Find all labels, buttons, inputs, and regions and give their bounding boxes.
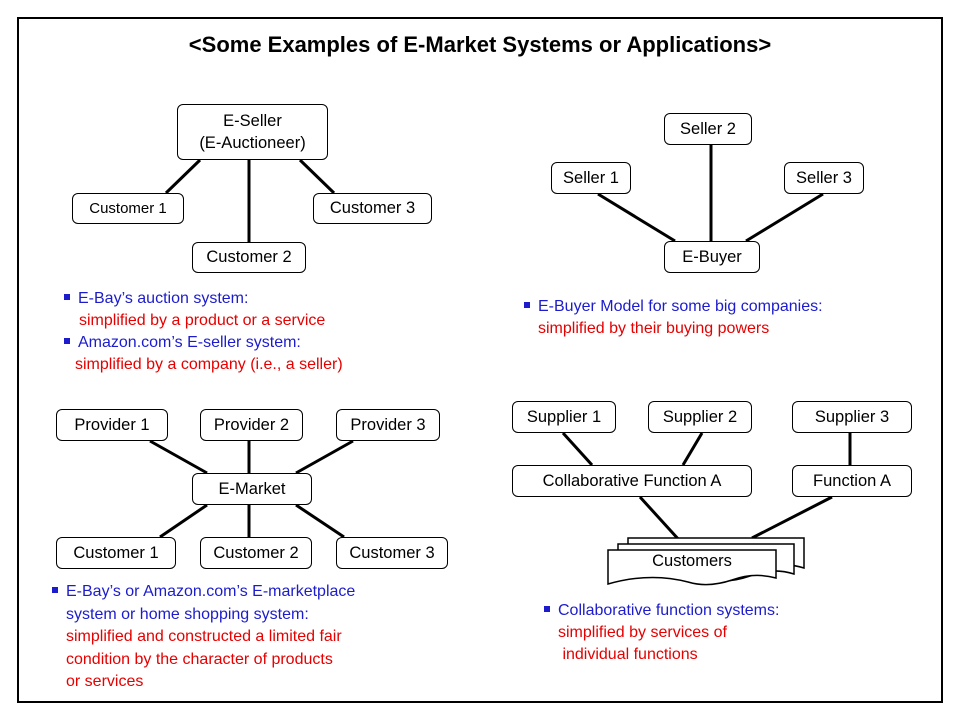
seller-3-box: Seller 3 [784, 162, 864, 194]
bullet-icon [64, 337, 70, 344]
provider-2-box: Provider 2 [200, 409, 303, 441]
connector-provider3-market [295, 439, 354, 475]
connector-seller-customer3 [298, 158, 336, 195]
br-note: Collaborative function systems: simplifi… [544, 600, 779, 666]
e-seller-label: E-Seller [223, 112, 282, 130]
bl-customer-1-box: Customer 1 [56, 537, 176, 569]
bullet-icon [544, 605, 550, 612]
bl-note: E-Bay’s or Amazon.com’s E-marketplace sy… [52, 581, 355, 694]
connector-market-customer1 [159, 503, 208, 539]
supplier-2-box: Supplier 2 [648, 401, 752, 433]
connector-seller1-buyer [597, 192, 676, 243]
tl-note: E-Bay’s auction system: simplified by a … [64, 288, 343, 376]
page-title: <Some Examples of E-Market Systems or Ap… [188, 32, 772, 57]
bl-note-head1: E-Bay’s or Amazon.com’s E-marketplace [66, 583, 356, 600]
tr-note-body: simplified by their buying powers [538, 320, 770, 337]
tl-note-item1-body: simplified by a product or a service [79, 312, 326, 329]
provider-1-box: Provider 1 [56, 409, 168, 441]
connector-function-customers [751, 495, 833, 540]
bl-note-body1: simplified and constructed a limited fai… [66, 628, 342, 645]
customers-document-stack [607, 537, 805, 586]
bullet-icon [524, 301, 530, 308]
tl-customer-3-box: Customer 3 [313, 193, 432, 224]
connector-collab-customers [638, 495, 682, 543]
tl-note-item2-head: Amazon.com’s E-seller system: [78, 334, 301, 351]
seller-1-box: Seller 1 [551, 162, 631, 194]
supplier-1-box: Supplier 1 [512, 401, 616, 433]
function-a-box: Function A [792, 465, 912, 497]
supplier-3-box: Supplier 3 [792, 401, 912, 433]
tl-note-item1-head: E-Bay’s auction system: [78, 290, 249, 307]
connector-provider1-market [149, 439, 208, 475]
br-note-head: Collaborative function systems: [558, 602, 780, 619]
tl-note-item2-body: simplified by a company (i.e., a seller) [75, 356, 343, 373]
slide-frame [17, 17, 943, 703]
connector-market-customer3 [295, 503, 345, 539]
e-buyer-box: E-Buyer [664, 241, 760, 273]
e-auctioneer-label: (E-Auctioneer) [199, 134, 306, 152]
bl-note-head2: system or home shopping system: [66, 605, 309, 623]
connector-seller-customer1 [164, 158, 202, 195]
bullet-icon [52, 586, 58, 593]
bl-note-body3: or services [66, 673, 144, 690]
e-seller-box: E-Seller (E-Auctioneer) [177, 104, 328, 160]
bullet-icon [64, 293, 70, 300]
customers-label: Customers [652, 552, 732, 570]
tr-note: E-Buyer Model for some big companies: si… [524, 296, 823, 340]
bl-note-body2: condition by the character of products [66, 650, 333, 668]
collaborative-function-box: Collaborative Function A [512, 465, 752, 497]
tl-customer-1-box: Customer 1 [72, 193, 184, 224]
tr-note-head: E-Buyer Model for some big companies: [538, 298, 823, 315]
bl-customer-2-box: Customer 2 [200, 537, 312, 569]
provider-3-box: Provider 3 [336, 409, 440, 441]
tl-customer-2-box: Customer 2 [192, 242, 306, 273]
connector-supplier1-collab [561, 431, 594, 467]
seller-2-box: Seller 2 [664, 113, 752, 145]
br-note-body1: simplified by services of [558, 624, 727, 641]
bl-customer-3-box: Customer 3 [336, 537, 448, 569]
connector-seller3-buyer [745, 192, 824, 243]
br-note-body2: individual functions [558, 646, 698, 663]
e-market-box: E-Market [192, 473, 312, 505]
connector-supplier2-collab [681, 432, 704, 466]
